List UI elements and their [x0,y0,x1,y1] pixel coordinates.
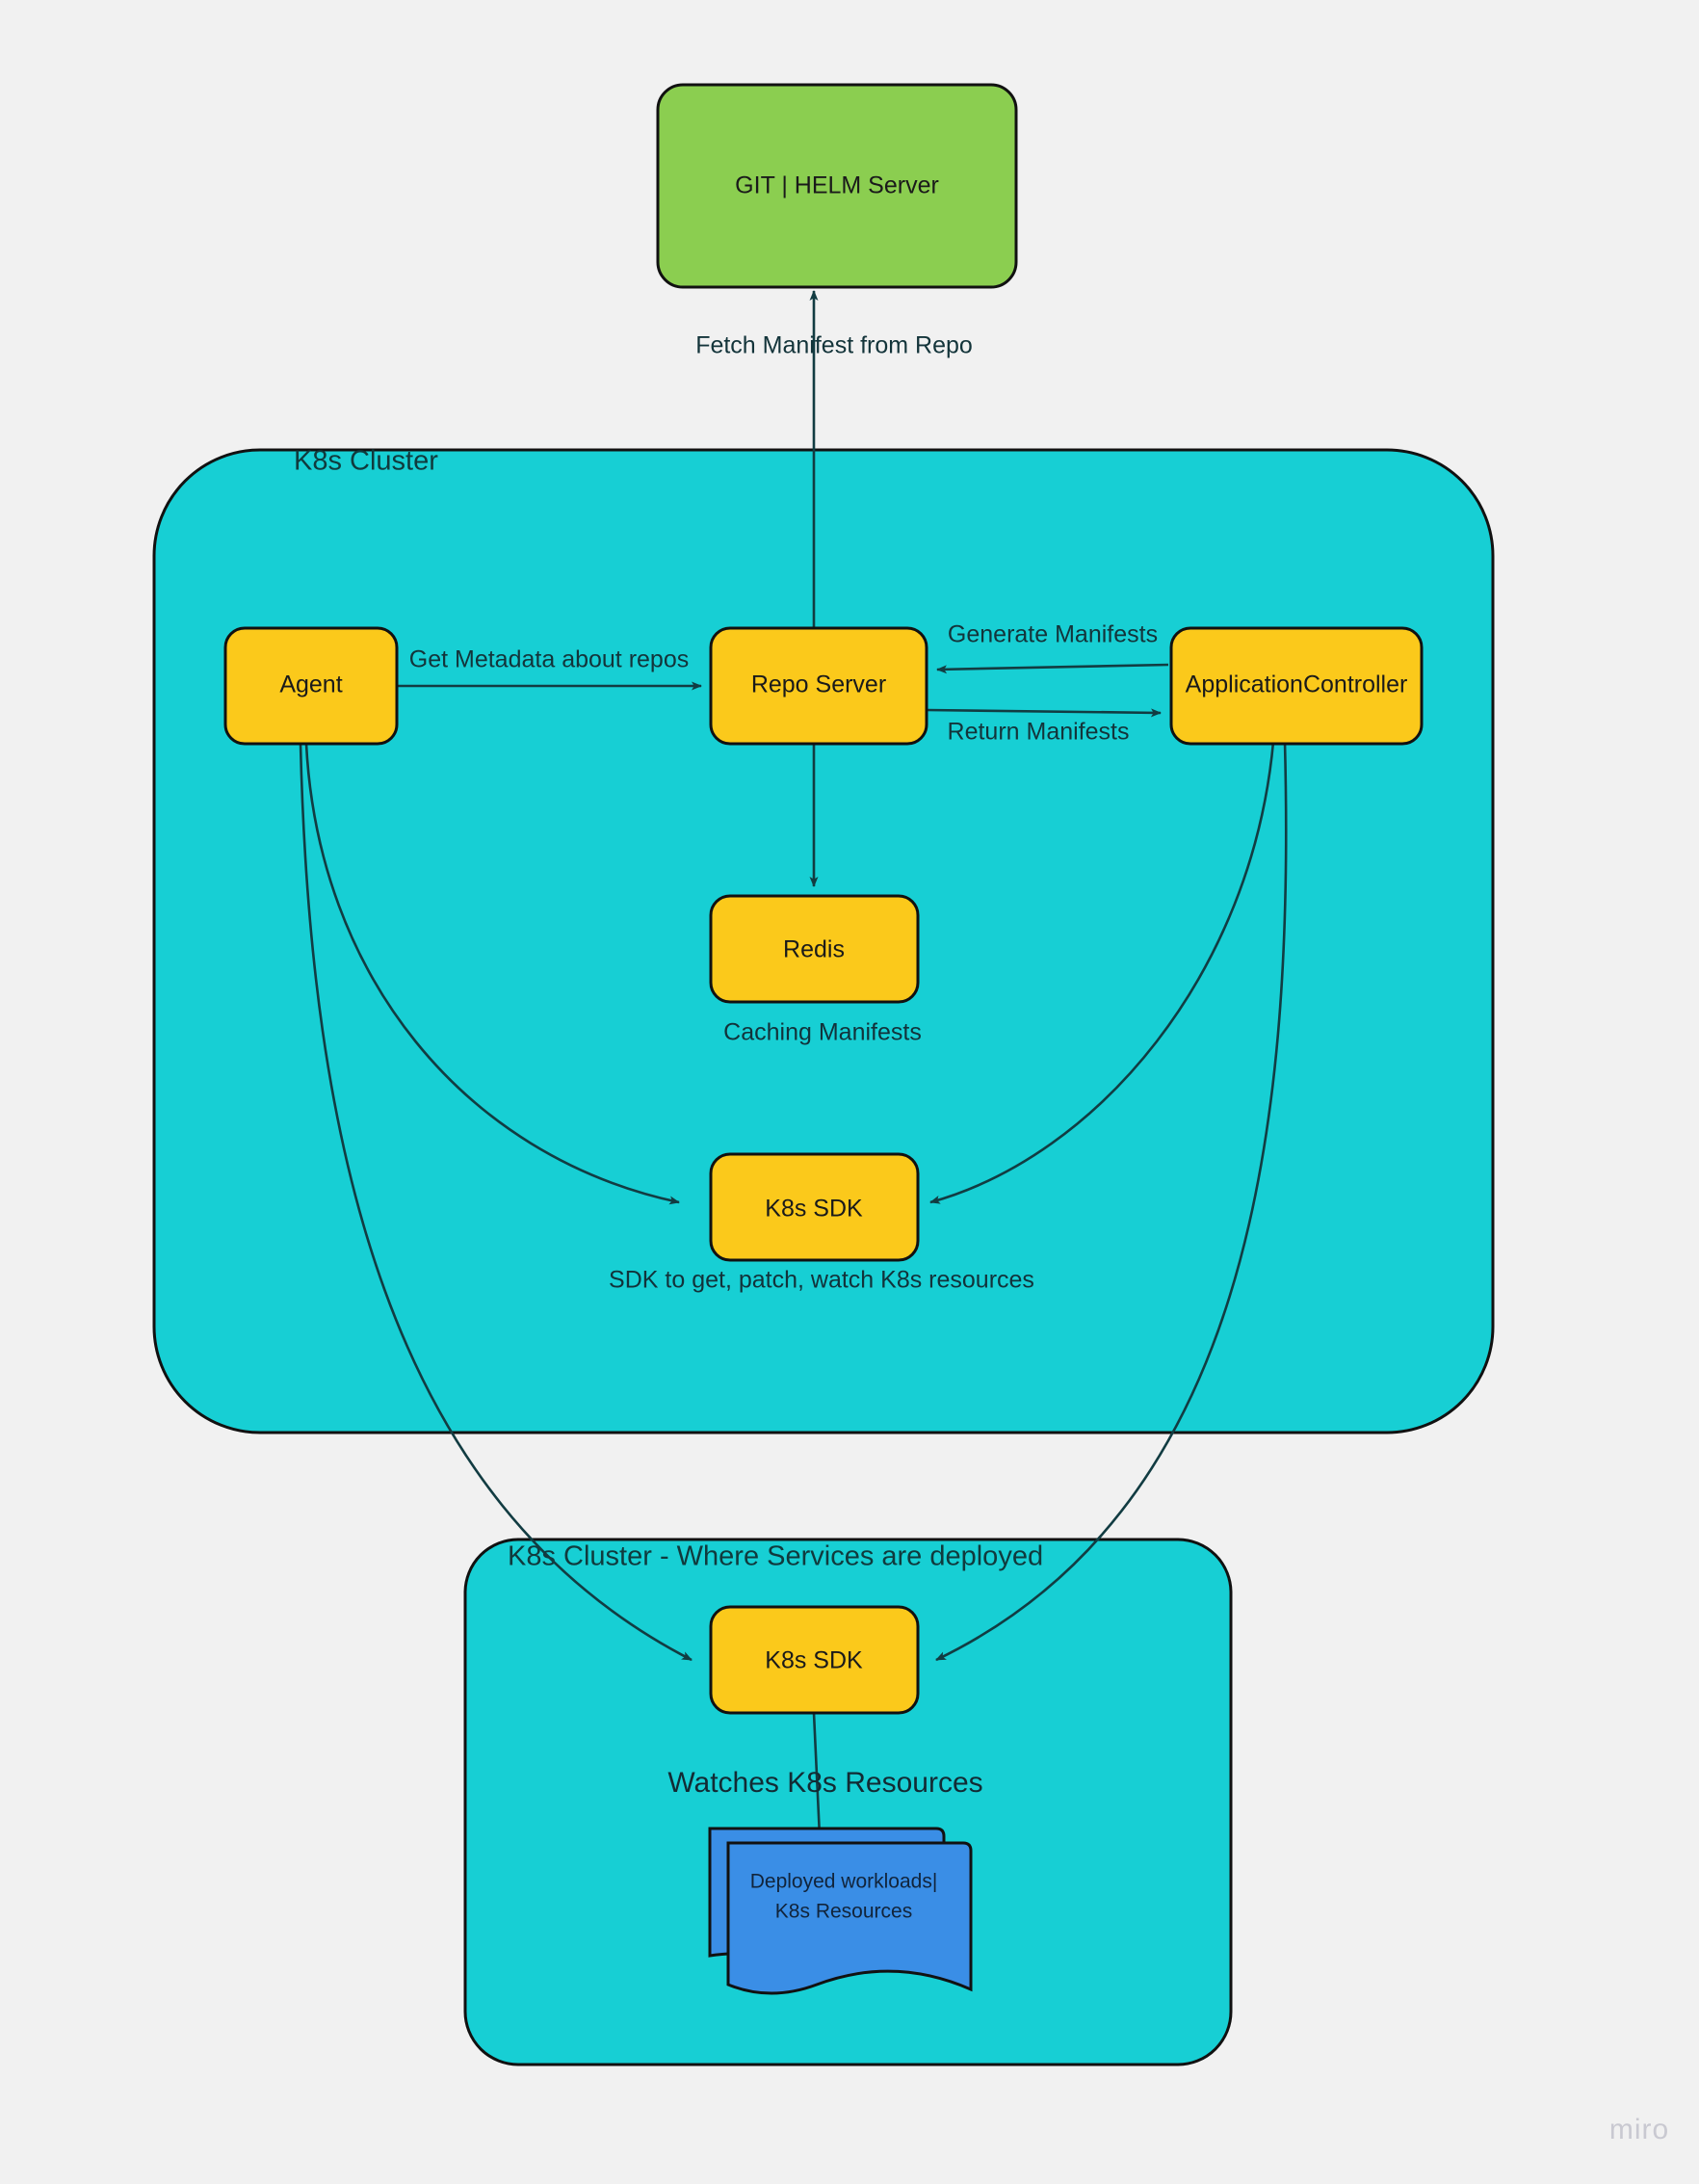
edge-label-get-metadata: Get Metadata about repos [409,646,689,673]
node-deployed-workloads[interactable]: Deployed workloads| K8s Resources [708,1827,973,1995]
k8s-cluster-services-container[interactable] [463,1538,1233,2066]
k8s-sdk-lower-label: K8s SDK [765,1647,863,1674]
caption-caching-manifests: Caching Manifests [723,1019,922,1046]
edge-agent-to-k8s-sdk-upper [304,743,680,1205]
edge-agent-to-k8s-sdk-lower [299,743,693,1662]
caption-sdk-get-patch-watch: SDK to get, patch, watch K8s resources [609,1267,1034,1294]
deployed-workloads-front-sheet[interactable] [726,1841,973,1995]
node-repo-server[interactable]: Repo Server [709,626,928,746]
node-redis[interactable]: Redis [709,894,920,1004]
repo-server-label: Repo Server [751,671,886,698]
edge-label-watches-k8s-resources: Watches K8s Resources [667,1767,982,1799]
edge-repo-server-to-appcontroller [926,708,1162,718]
group-k8s-cluster-services[interactable]: K8s Cluster - Where Services are deploye… [463,1538,1233,2066]
redis-box[interactable] [709,894,920,1004]
edge-label-fetch-manifest: Fetch Manifest from Repo [695,332,973,359]
edge-label-return-manifests: Return Manifests [948,719,1130,746]
node-git-helm-server[interactable]: GIT | HELM Server [656,83,1018,289]
redis-label: Redis [783,936,845,963]
node-k8s-sdk-lower[interactable]: K8s SDK [709,1605,920,1715]
k8s-sdk-upper-box[interactable] [709,1152,920,1262]
deployed-workloads-label-line1: Deployed workloads| [750,1871,938,1893]
edge-appcontroller-to-k8s-sdk-upper [929,741,1275,1204]
k8s-sdk-upper-label: K8s SDK [765,1196,863,1223]
agent-label: Agent [279,671,342,698]
miro-watermark: miro [1609,2114,1669,2145]
repo-server-box[interactable] [709,626,928,746]
node-k8s-sdk-upper[interactable]: K8s SDK [709,1152,920,1262]
agent-box[interactable] [223,626,399,746]
edge-label-generate-manifests: Generate Manifests [948,621,1158,648]
node-agent[interactable]: Agent [223,626,399,746]
k8s-cluster-services-title: K8s Cluster - Where Services are deploye… [508,1541,1043,1572]
application-controller-label: ApplicationController [1186,671,1408,698]
edge-appcontroller-to-repo-server [936,663,1169,674]
git-helm-server-label: GIT | HELM Server [735,172,939,199]
edge-appcontroller-to-k8s-sdk-lower [935,741,1288,1662]
k8s-cluster-title: K8s Cluster [294,446,438,477]
application-controller-box[interactable] [1169,626,1424,746]
deployed-workloads-label-line2: K8s Resources [775,1901,912,1923]
node-application-controller[interactable]: ApplicationController [1169,626,1424,746]
git-helm-server-box[interactable] [656,83,1018,289]
k8s-sdk-lower-box[interactable] [709,1605,920,1715]
